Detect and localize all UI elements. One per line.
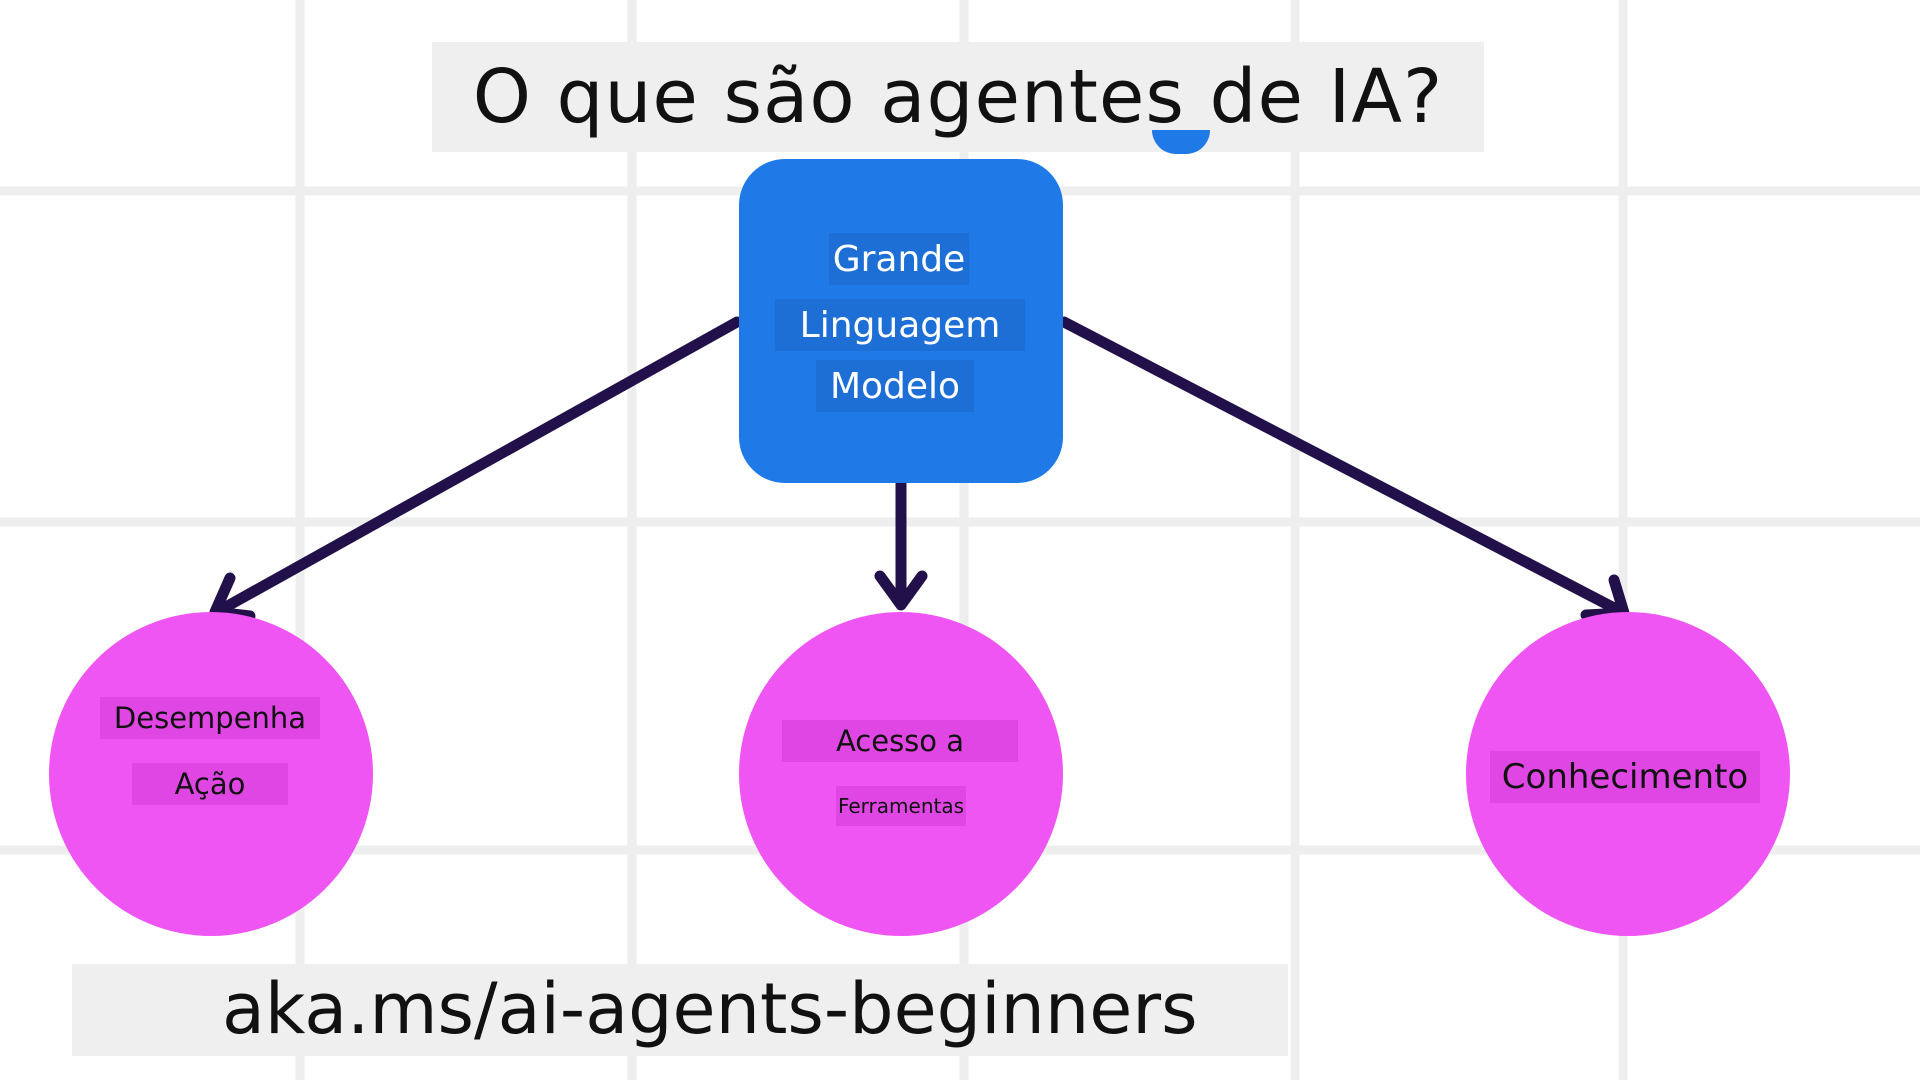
arrow-to-action <box>218 316 743 614</box>
action-label-line-1: Desempenha <box>100 697 320 739</box>
knowledge-label: Conhecimento <box>1490 751 1760 803</box>
arrowhead-tools <box>874 570 928 611</box>
tools-node <box>739 612 1063 936</box>
llm-label-line-3: Modelo <box>816 360 974 412</box>
llm-label-line-1: Grande <box>829 233 969 285</box>
footer-banner <box>72 964 1288 1056</box>
arrow-to-knowledge <box>1058 316 1624 616</box>
footer-url: aka.ms/ai-agents-beginners <box>222 968 1198 1050</box>
tools-label-line-1: Acesso a <box>782 720 1018 762</box>
action-label-line-2: Ação <box>132 763 288 805</box>
tools-label-line-2: Ferramentas <box>836 786 966 826</box>
llm-label-line-2: Linguagem <box>775 299 1025 351</box>
title-banner: O que são agentes de IA? <box>432 42 1484 152</box>
diagram-title: O que são agentes de IA? <box>472 54 1444 140</box>
